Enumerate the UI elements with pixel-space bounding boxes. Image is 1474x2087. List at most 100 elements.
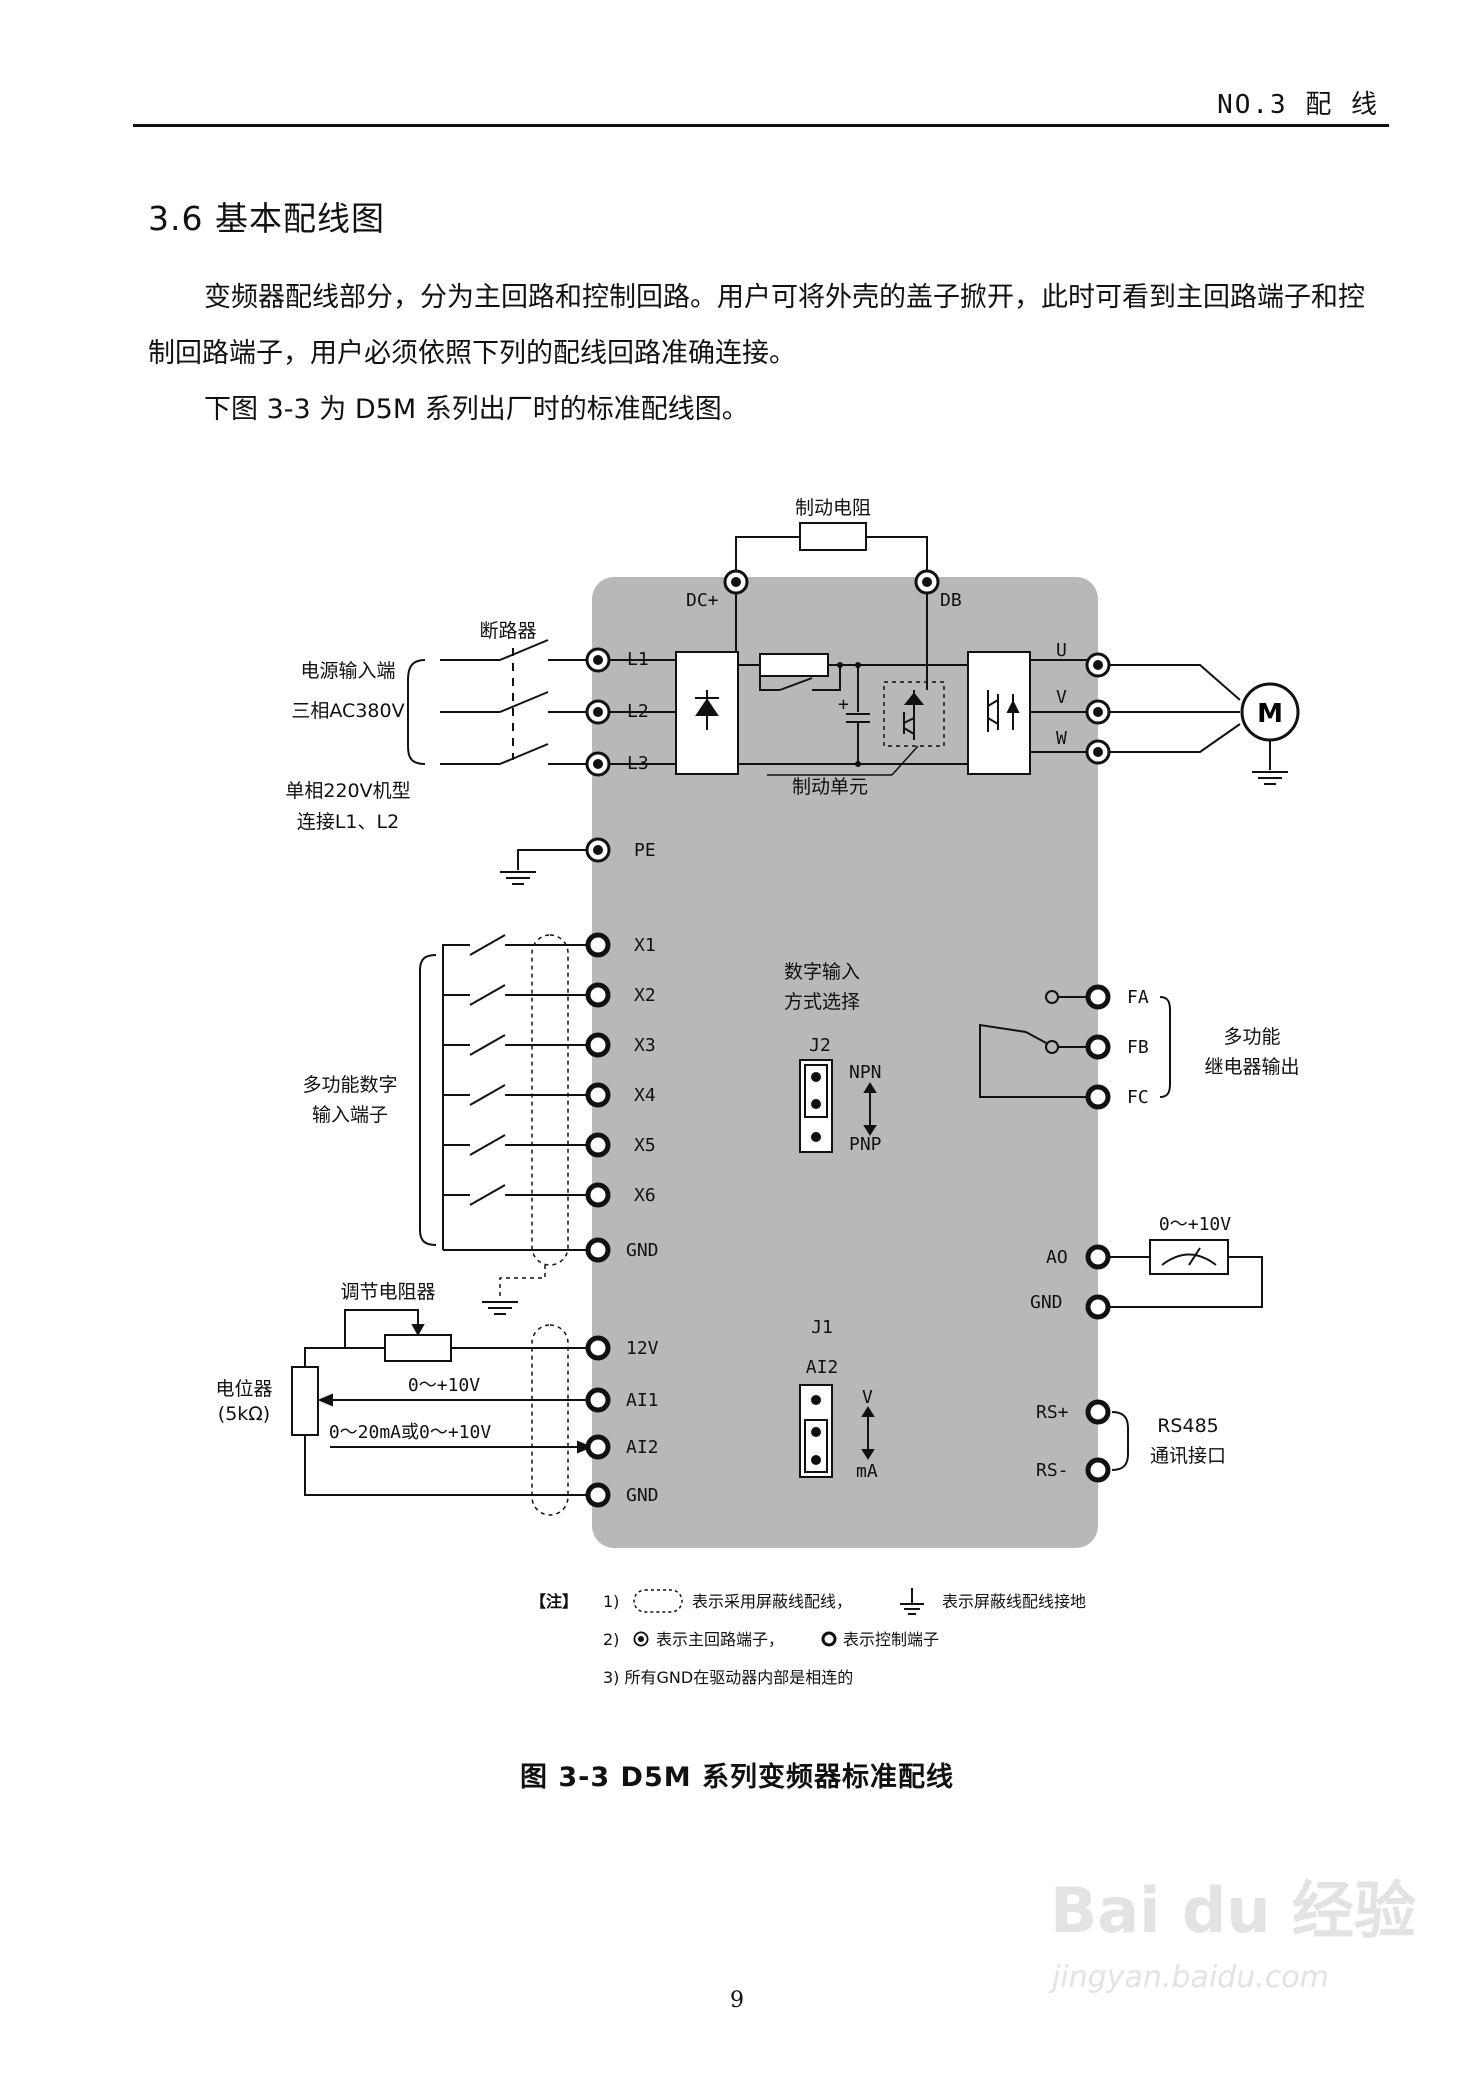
motor-ground-icon <box>1251 771 1289 785</box>
note2-text-b: 表示控制端子 <box>843 1630 939 1649</box>
x6-label: X6 <box>634 1185 656 1206</box>
l1-terminal <box>585 647 611 673</box>
brake-resistor <box>799 522 867 551</box>
shield-ground-symbol-icon <box>900 1588 924 1615</box>
input-switches <box>442 934 587 1251</box>
page-header: NO.3 配 线 <box>133 78 1389 127</box>
x6-terminal <box>588 1185 608 1205</box>
gnd-terminal-1 <box>588 1240 608 1260</box>
motor-label: M <box>1257 699 1283 729</box>
l2-terminal <box>585 699 611 725</box>
fc-label: FC <box>1127 1087 1149 1108</box>
ai1-range-label: 0～+10V <box>408 1375 480 1396</box>
brake-unit-box <box>883 681 945 747</box>
fb-terminal <box>1088 1037 1108 1057</box>
shield-ground-icon <box>481 1301 519 1315</box>
digital-input-label-2: 输入端子 <box>312 1104 388 1126</box>
note2-num: 2) <box>603 1630 619 1649</box>
three-phase-label: 三相AC380V <box>291 700 404 722</box>
diode-icon <box>695 690 719 730</box>
fa-terminal <box>1088 987 1108 1007</box>
paragraph-2: 下图 3-3 为 D5M 系列出厂时的标准配线图。 <box>204 394 749 425</box>
pe-ground-icon <box>499 871 537 885</box>
single-phase-label-2: 连接L1、L2 <box>297 811 399 833</box>
chapter-title: NO.3 配 线 <box>1217 90 1379 120</box>
gnd-terminal-2 <box>588 1485 608 1505</box>
v-label: V <box>1056 687 1067 708</box>
brake-transistor-icon <box>903 690 925 740</box>
db-terminal <box>914 569 940 595</box>
x2-label: X2 <box>634 985 656 1006</box>
ai2-terminal <box>588 1437 608 1457</box>
note-tag: 【注】 <box>530 1592 578 1611</box>
ai1-terminal <box>588 1390 608 1410</box>
rs485-label-2: 通讯接口 <box>1150 1445 1226 1467</box>
relay-contact <box>979 990 1171 1098</box>
rs485-label-1: RS485 <box>1157 1415 1219 1437</box>
igbt-icon <box>987 690 1020 732</box>
v-ma-arrow-icon <box>861 1406 875 1460</box>
fb-label: FB <box>1127 1037 1149 1058</box>
fc-terminal <box>1088 1087 1108 1107</box>
dc-plus-label: DC+ <box>686 590 719 611</box>
dc-plus-terminal <box>723 569 749 595</box>
npn-label: NPN <box>849 1062 882 1083</box>
pot-label-2: (5kΩ) <box>218 1403 270 1425</box>
j2-label: J2 <box>809 1035 831 1056</box>
note1-text-b: 表示屏蔽线配线接地 <box>942 1592 1086 1611</box>
section-title: 3.6 基本配线图 <box>148 199 385 238</box>
mode-select-label-1: 数字输入 <box>784 961 860 983</box>
watermark-url: jingyan.baidu.com <box>1052 1960 1329 1995</box>
db-label: DB <box>940 590 962 611</box>
x1-terminal <box>588 935 608 955</box>
rs-plus-label: RS+ <box>1036 1402 1069 1423</box>
shield-cable-inputs <box>531 934 569 1266</box>
w-label: W <box>1056 728 1067 749</box>
watermark-logo: Bai du 经验 <box>1050 1874 1417 1947</box>
u-terminal <box>1085 652 1111 678</box>
figure-caption: 图 3-3 D5M 系列变频器标准配线 <box>519 1762 955 1793</box>
j1-label: J1 <box>811 1317 833 1338</box>
adjust-resistor-label: 调节电阻器 <box>340 1281 435 1303</box>
x4-label: X4 <box>634 1085 656 1106</box>
ai1-label: AI1 <box>626 1390 659 1411</box>
ai2-range-label: 0～20mA或0～+10V <box>329 1422 492 1443</box>
power-input-label: 电源输入端 <box>300 660 395 682</box>
meter-icon <box>1109 1239 1263 1308</box>
page-number: 9 <box>730 1988 744 2013</box>
motor-icon <box>1240 682 1300 742</box>
ao-label: AO <box>1046 1247 1068 1268</box>
rs-plus-terminal <box>1088 1402 1108 1422</box>
mode-select-label-2: 方式选择 <box>784 991 860 1013</box>
v-terminal <box>1085 699 1111 725</box>
ai2-label: AI2 <box>626 1437 659 1458</box>
digital-input-label-1: 多功能数字 <box>302 1074 397 1096</box>
rs-minus-terminal <box>1088 1460 1108 1480</box>
gnd-label-1: GND <box>626 1240 659 1261</box>
breaker-switches <box>440 639 588 765</box>
npn-pnp-arrow-icon <box>863 1082 877 1136</box>
w-terminal <box>1085 739 1111 765</box>
gnd-label-ao: GND <box>1030 1292 1063 1313</box>
capacitor-plus: + <box>838 694 849 715</box>
u-label: U <box>1056 640 1067 661</box>
fa-label: FA <box>1127 987 1149 1008</box>
x1-label: X1 <box>634 935 656 956</box>
brake-resistor-label: 制动电阻 <box>795 497 871 519</box>
x2-terminal <box>588 985 608 1005</box>
note3-text: 3) 所有GND在驱动器内部是相连的 <box>603 1668 853 1687</box>
brake-unit-label: 制动单元 <box>792 776 868 798</box>
drive-body <box>592 577 1098 1548</box>
x3-label: X3 <box>634 1035 656 1056</box>
ao-range-label: 0～+10V <box>1159 1214 1231 1235</box>
note2-text-a: 表示主回路端子， <box>656 1630 784 1649</box>
shield-symbol-icon <box>633 1589 683 1613</box>
main-terminal-symbol-icon <box>633 1631 649 1647</box>
relay-label-1: 多功能 <box>1223 1026 1280 1048</box>
note1-num: 1) <box>603 1592 619 1611</box>
pe-terminal <box>585 837 611 863</box>
x3-terminal <box>588 1035 608 1055</box>
gnd-terminal-ao <box>1088 1297 1108 1317</box>
pot-label-1: 电位器 <box>215 1378 272 1400</box>
